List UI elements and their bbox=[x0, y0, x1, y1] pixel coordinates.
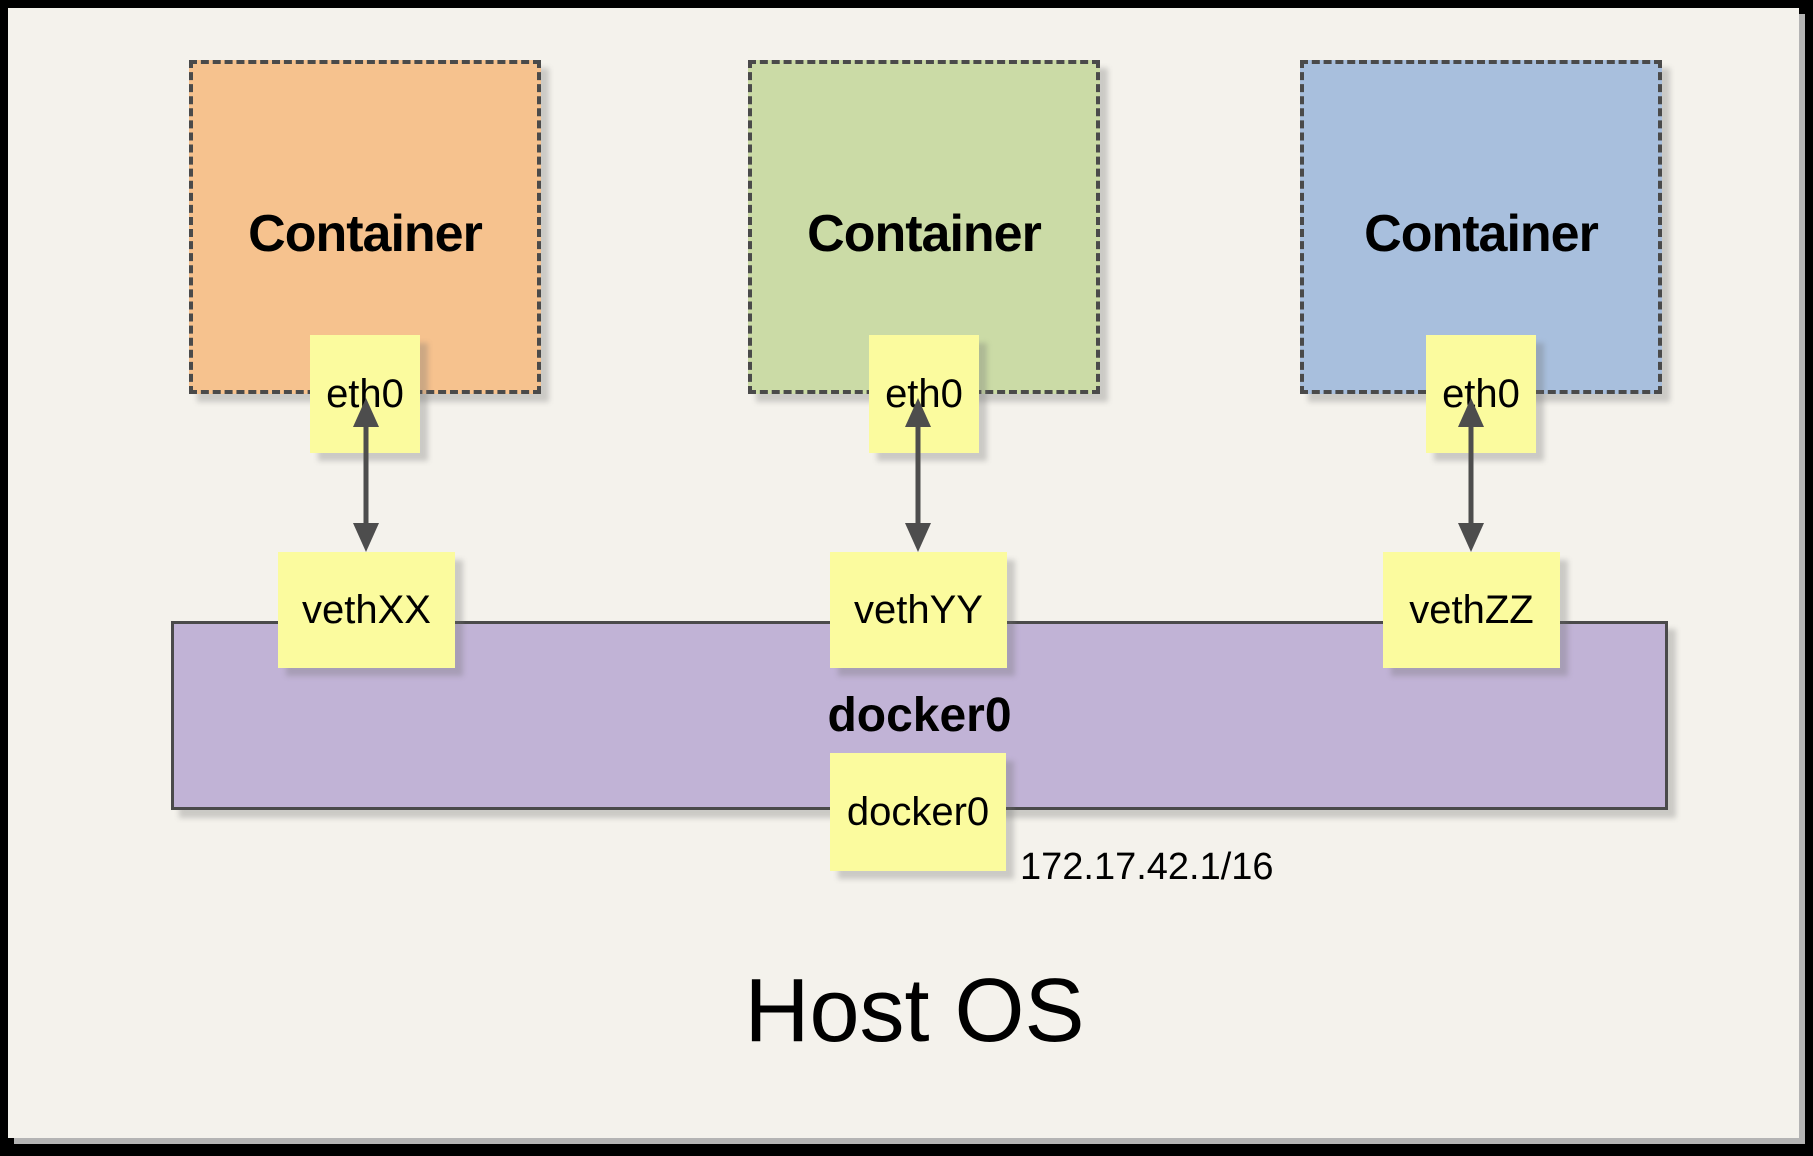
veth-box-vethxx: vethXX bbox=[278, 552, 455, 668]
bridge-ip-label: 172.17.42.1/16 bbox=[1020, 846, 1274, 888]
eth0-box-2: eth0 bbox=[869, 335, 979, 453]
double-arrow-icon-2 bbox=[905, 398, 931, 552]
container-box-3: Container eth0 bbox=[1300, 60, 1662, 453]
diagram-canvas: Container eth0 Container eth0 Container … bbox=[8, 8, 1799, 1138]
docker0-interface-box: docker0 bbox=[830, 753, 1006, 871]
container-box-1: Container eth0 bbox=[189, 60, 541, 453]
container-box-2: Container eth0 bbox=[748, 60, 1100, 453]
docker0-interface-label: docker0 bbox=[846, 789, 990, 834]
double-arrow-icon-3 bbox=[1458, 398, 1484, 552]
eth0-label-2: eth0 bbox=[885, 371, 963, 416]
double-arrow-icon-1 bbox=[353, 398, 379, 552]
vethxx-label: vethXX bbox=[302, 587, 431, 632]
vethyy-label: vethYY bbox=[854, 587, 983, 632]
veth-box-vethyy: vethYY bbox=[830, 552, 1007, 668]
vethzz-label: vethZZ bbox=[1409, 587, 1534, 632]
eth0-box-3: eth0 bbox=[1426, 335, 1536, 453]
veth-box-vethzz: vethZZ bbox=[1383, 552, 1560, 668]
docker0-bridge-label: docker0 bbox=[827, 689, 1012, 742]
container-2-label: Container bbox=[807, 205, 1042, 263]
eth0-label-3: eth0 bbox=[1442, 371, 1520, 416]
container-3-label: Container bbox=[1364, 205, 1599, 263]
container-1-label: Container bbox=[248, 205, 483, 263]
host-os-label: Host OS bbox=[744, 961, 1085, 1061]
